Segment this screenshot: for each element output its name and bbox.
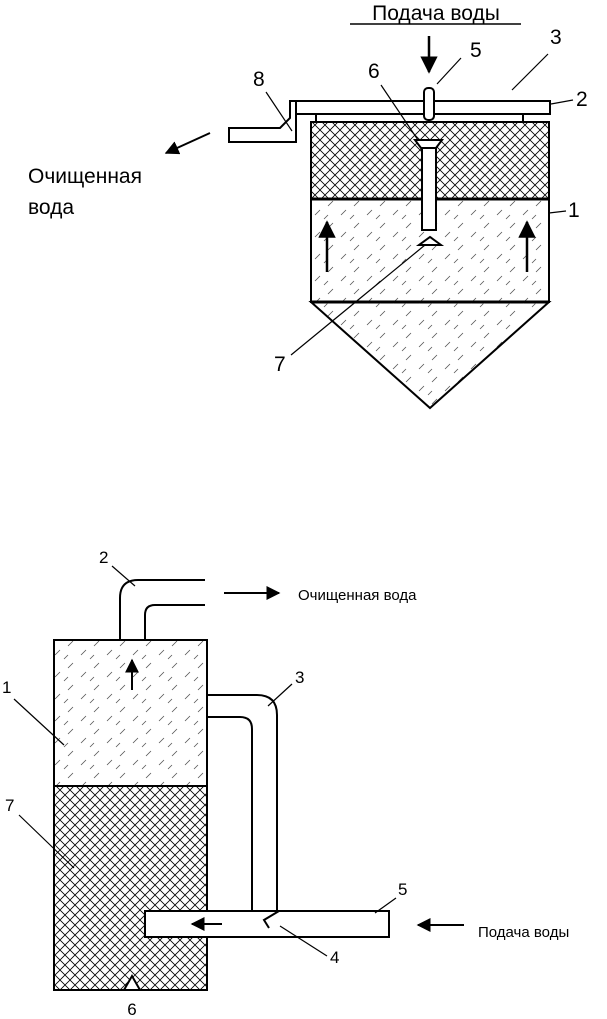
bottom-sludge-zone bbox=[54, 786, 207, 990]
top-leader-2 bbox=[551, 100, 573, 104]
bottom-callout-6: 6 bbox=[127, 1000, 136, 1019]
top-treated-water-line2: вода bbox=[28, 196, 74, 219]
top-callout-8: 8 bbox=[253, 68, 265, 91]
top-distributor-funnel bbox=[415, 140, 442, 148]
bottom-outlet-outer bbox=[120, 580, 205, 640]
bottom-callout-4: 4 bbox=[330, 948, 339, 967]
bottom-clarified-zone bbox=[54, 640, 207, 786]
bottom-callout-2: 2 bbox=[99, 548, 108, 567]
bottom-figure: Очищенная вода Подача воды 2 1 3 7 5 4 6 bbox=[2, 548, 569, 1019]
bottom-water-supply-label: Подача воды bbox=[478, 924, 569, 941]
top-callout-1: 1 bbox=[568, 199, 580, 222]
bottom-leader-3 bbox=[268, 684, 292, 706]
top-inlet-nozzle bbox=[424, 88, 434, 120]
bottom-leader-2 bbox=[112, 566, 135, 586]
bottom-treated-water-label: Очищенная вода bbox=[298, 587, 417, 604]
bottom-outlet-inner bbox=[145, 605, 205, 640]
top-callout-7: 7 bbox=[274, 353, 286, 376]
bottom-callout-5: 5 bbox=[398, 880, 407, 899]
top-water-supply-label: Подача воды bbox=[372, 2, 500, 25]
top-lid bbox=[290, 101, 550, 114]
top-leader-3 bbox=[512, 54, 548, 90]
bottom-callout-1: 1 bbox=[2, 678, 11, 697]
top-conical-bottom bbox=[311, 302, 549, 408]
top-central-tube bbox=[422, 148, 436, 230]
bottom-riser-outer bbox=[207, 695, 277, 911]
bottom-callout-3: 3 bbox=[295, 668, 304, 687]
top-leader-5 bbox=[437, 58, 461, 84]
top-outflow-arrow bbox=[166, 133, 210, 153]
bottom-callout-7: 7 bbox=[5, 796, 14, 815]
top-callout-6: 6 bbox=[368, 60, 380, 83]
top-figure: Подача воды Очищенная вода 5 bbox=[28, 2, 588, 408]
top-callout-5: 5 bbox=[470, 39, 482, 62]
bottom-riser-inner bbox=[207, 717, 252, 911]
top-leader-8 bbox=[266, 92, 292, 131]
top-leader-1 bbox=[549, 211, 566, 213]
top-treated-water-line1: Очищенная bbox=[28, 165, 142, 188]
top-callout-3: 3 bbox=[550, 26, 562, 49]
top-callout-2: 2 bbox=[576, 88, 588, 111]
